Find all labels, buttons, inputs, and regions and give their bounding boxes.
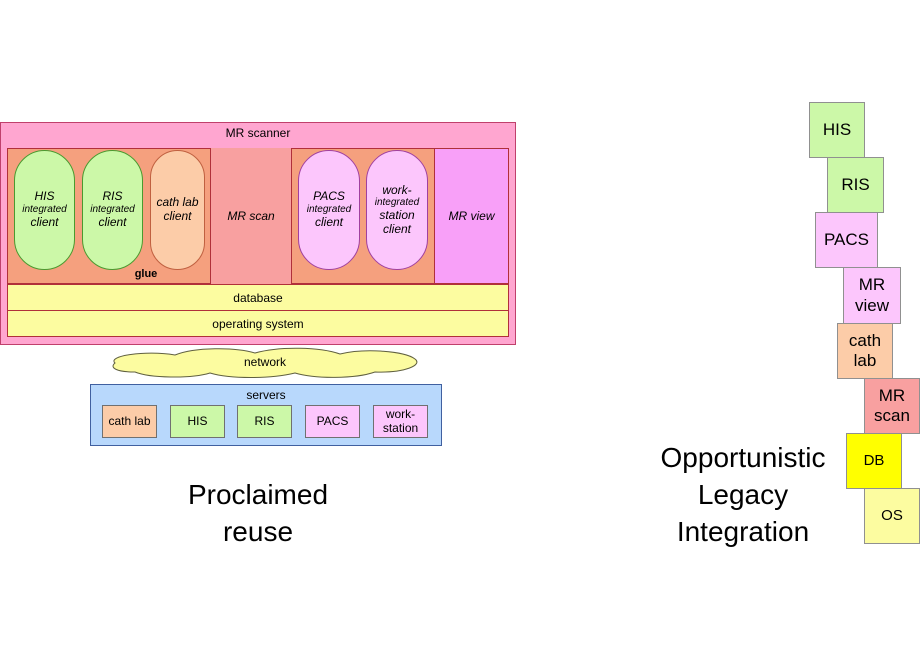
client-suffix: client bbox=[98, 214, 127, 229]
server-cath-lab: cath lab bbox=[102, 405, 157, 438]
stack-label-line1: cath bbox=[848, 330, 882, 350]
database-label: database bbox=[233, 290, 283, 305]
caption-line: Legacy bbox=[697, 479, 789, 510]
stack-pacs: PACS bbox=[815, 212, 878, 268]
cath-lab-client: cath lab client bbox=[150, 150, 205, 270]
server-label: HIS bbox=[187, 413, 208, 428]
caption-line: Opportunistic bbox=[660, 442, 826, 473]
mr-view-label: MR view bbox=[448, 209, 495, 223]
servers-title: servers bbox=[246, 388, 286, 402]
client-line2: client bbox=[163, 209, 192, 223]
client-suffix: client bbox=[382, 221, 411, 236]
server-ris: RIS bbox=[237, 405, 292, 438]
client-sub: integrated bbox=[306, 204, 352, 216]
stack-mr-view: MR view bbox=[843, 267, 901, 324]
caption-line: reuse bbox=[222, 516, 294, 547]
caption-line: Proclaimed bbox=[187, 479, 329, 510]
stack-label-line1: MR bbox=[858, 275, 886, 295]
stack-cath-lab: cath lab bbox=[837, 323, 893, 379]
mr-scan-label: MR scan bbox=[227, 209, 275, 223]
stack-label: OS bbox=[881, 507, 903, 524]
server-workstation: work- station bbox=[373, 405, 428, 438]
client-line1: work- bbox=[382, 182, 412, 197]
server-label: PACS bbox=[316, 413, 349, 428]
stack-label: HIS bbox=[822, 119, 852, 139]
client-name: PACS bbox=[313, 189, 345, 204]
client-suffix: client bbox=[30, 214, 59, 229]
database-layer: database bbox=[7, 284, 509, 311]
client-sub: integrated bbox=[90, 204, 135, 216]
server-label-line1: work- bbox=[385, 406, 416, 421]
client-name: RIS bbox=[102, 189, 123, 204]
client-suffix: client bbox=[314, 214, 343, 229]
server-label: RIS bbox=[254, 413, 275, 428]
client-name: HIS bbox=[34, 189, 55, 204]
stack-ris: RIS bbox=[827, 157, 884, 213]
operating-system-label: operating system bbox=[212, 316, 304, 331]
client-sub: integrated bbox=[22, 204, 67, 216]
stack-label-line2: lab bbox=[853, 351, 877, 370]
server-his: HIS bbox=[170, 405, 225, 438]
stack-his: HIS bbox=[809, 102, 865, 158]
caption-proclaimed-reuse: Proclaimed reuse bbox=[128, 476, 388, 550]
pacs-integrated-client: PACS integrated client bbox=[298, 150, 360, 270]
stack-label: PACS bbox=[823, 229, 870, 249]
glue-label: glue bbox=[134, 268, 158, 280]
network-cloud-icon bbox=[112, 347, 418, 378]
stack-label-line2: scan bbox=[874, 406, 910, 425]
client-line1: cath lab bbox=[156, 195, 199, 210]
server-label: cath lab bbox=[108, 413, 151, 428]
server-label-line2: station bbox=[382, 420, 419, 435]
stack-label: RIS bbox=[841, 174, 870, 194]
stack-os: OS bbox=[864, 488, 920, 544]
mr-scan-block: MR scan bbox=[210, 148, 292, 284]
stack-mr-scan: MR scan bbox=[864, 378, 920, 434]
operating-system-layer: operating system bbox=[7, 310, 509, 337]
mr-scanner-title: MR scanner bbox=[225, 126, 291, 140]
mr-view-block: MR view bbox=[434, 148, 509, 284]
network-label: network bbox=[243, 355, 287, 369]
stack-db: DB bbox=[846, 433, 902, 489]
server-pacs: PACS bbox=[305, 405, 360, 438]
caption-opportunistic-legacy-integration: Opportunistic Legacy Integration bbox=[640, 439, 846, 550]
stack-label: DB bbox=[863, 452, 885, 469]
workstation-integrated-client: work- integrated station client bbox=[366, 150, 428, 270]
his-integrated-client: HIS integrated client bbox=[14, 150, 75, 270]
caption-line: Integration bbox=[676, 516, 810, 547]
stack-label-line2: view bbox=[854, 295, 889, 315]
stack-label-line1: MR bbox=[878, 385, 906, 405]
ris-integrated-client: RIS integrated client bbox=[82, 150, 143, 270]
client-line2: station bbox=[379, 207, 415, 222]
client-sub: integrated bbox=[374, 197, 420, 209]
